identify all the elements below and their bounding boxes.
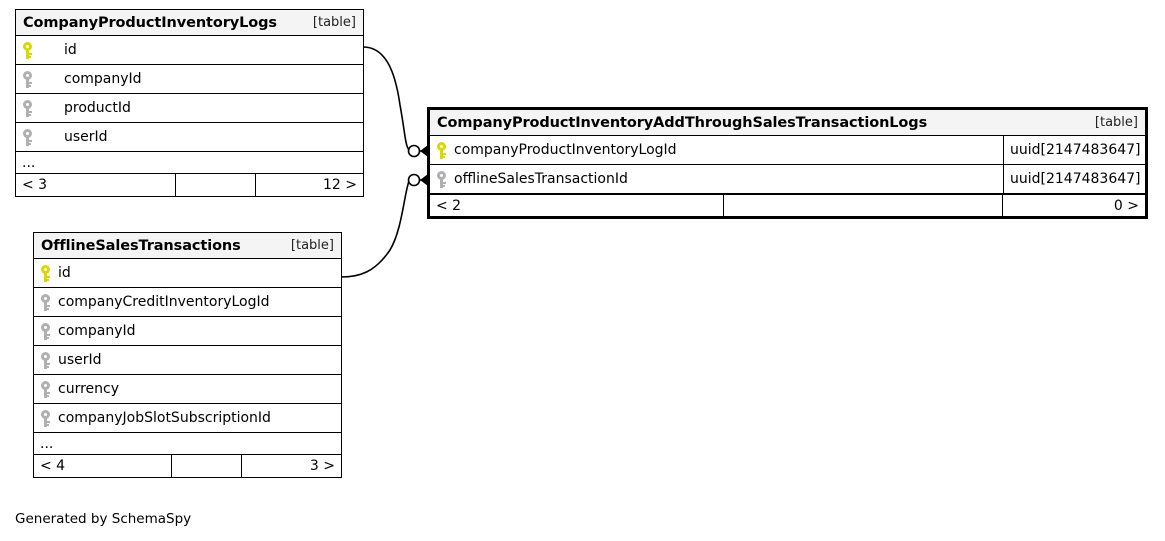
- cardinality-zero-marker: [407, 144, 421, 158]
- column-label: companyJobSlotSubscriptionId: [58, 410, 271, 426]
- footer-parents-count[interactable]: < 4: [34, 455, 172, 477]
- table-footer: < 4 3 >: [34, 455, 341, 477]
- table-row[interactable]: companyCreditInventoryLogId: [34, 288, 341, 317]
- column-name-cell: userId: [16, 128, 363, 146]
- column-name-cell: productId: [16, 99, 363, 117]
- relationship-inventory-log: [362, 46, 429, 158]
- foreign-key-icon: [23, 128, 32, 146]
- column-name-cell: userId: [34, 351, 341, 369]
- table-node-offline-sales-transactions[interactable]: OfflineSalesTransactions [table] id comp…: [33, 232, 342, 478]
- column-label: offlineSalesTransactionId: [454, 171, 628, 187]
- column-name-cell: companyId: [34, 322, 341, 340]
- table-row[interactable]: companyId: [16, 65, 363, 94]
- footer-middle: [724, 195, 1003, 216]
- footer-middle: [172, 455, 242, 477]
- more-columns-indicator: ...: [16, 152, 363, 174]
- table-row[interactable]: userId: [16, 123, 363, 152]
- more-columns-indicator: ...: [34, 433, 341, 455]
- column-type: uuid[2147483647]: [1003, 165, 1145, 193]
- column-name-cell: companyId: [16, 70, 363, 88]
- column-label: id: [64, 42, 77, 58]
- table-row[interactable]: companyJobSlotSubscriptionId: [34, 404, 341, 433]
- column-name-cell: companyCreditInventoryLogId: [34, 293, 341, 311]
- table-row[interactable]: id: [34, 259, 341, 288]
- column-label: userId: [64, 129, 108, 145]
- table-title: CompanyProductInventoryLogs: [23, 14, 277, 31]
- table-node-company-product-inventory-logs[interactable]: CompanyProductInventoryLogs [table] id c…: [15, 9, 364, 197]
- column-type: uuid[2147483647]: [1003, 136, 1145, 164]
- table-row[interactable]: id: [16, 36, 363, 65]
- foreign-key-icon: [41, 322, 50, 340]
- foreign-key-icon: [41, 293, 50, 311]
- footer-children-count[interactable]: 0 >: [1113, 197, 1139, 214]
- footer-parents-count[interactable]: < 2: [430, 195, 724, 216]
- generator-credit: Generated by SchemaSpy: [15, 511, 192, 527]
- foreign-key-icon: [41, 351, 50, 369]
- table-row[interactable]: offlineSalesTransactionId uuid[214748364…: [430, 165, 1145, 194]
- foreign-key-icon: [41, 380, 50, 398]
- column-label: userId: [58, 352, 102, 368]
- table-row[interactable]: currency: [34, 375, 341, 404]
- table-row[interactable]: userId: [34, 346, 341, 375]
- primary-key-icon: [23, 41, 32, 59]
- footer-children-count[interactable]: 12 >: [323, 177, 357, 193]
- table-header: CompanyProductInventoryLogs [table]: [16, 10, 363, 36]
- column-name-cell: offlineSalesTransactionId: [430, 170, 1003, 188]
- table-kind-label: [table]: [312, 15, 356, 30]
- table-title: OfflineSalesTransactions: [41, 237, 241, 254]
- column-name-cell: currency: [34, 380, 341, 398]
- column-label: companyId: [64, 71, 142, 87]
- foreign-key-icon: [41, 409, 50, 427]
- column-name-cell: id: [34, 264, 341, 282]
- table-header: OfflineSalesTransactions [table]: [34, 233, 341, 259]
- column-label: productId: [64, 100, 131, 116]
- column-label: companyProductInventoryLogId: [454, 142, 677, 158]
- foreign-key-icon: [437, 170, 446, 188]
- footer-children-count[interactable]: 3 >: [309, 458, 335, 474]
- column-label: companyCreditInventoryLogId: [58, 294, 270, 310]
- column-name-cell: companyProductInventoryLogId: [430, 141, 1003, 159]
- foreign-key-icon: [23, 99, 32, 117]
- footer-middle: [176, 174, 256, 196]
- column-label: currency: [58, 381, 119, 397]
- table-footer: < 2 0 >: [430, 194, 1145, 216]
- foreign-key-icon: [23, 70, 32, 88]
- table-row[interactable]: companyId: [34, 317, 341, 346]
- primary-key-icon: [437, 141, 446, 159]
- table-kind-label: [table]: [290, 238, 334, 253]
- table-footer: < 3 12 >: [16, 174, 363, 196]
- column-name-cell: companyJobSlotSubscriptionId: [34, 409, 341, 427]
- table-kind-label: [table]: [1094, 115, 1138, 130]
- primary-key-icon: [41, 264, 50, 282]
- table-title: CompanyProductInventoryAddThroughSalesTr…: [437, 114, 928, 131]
- table-row[interactable]: companyProductInventoryLogId uuid[214748…: [430, 136, 1145, 165]
- column-name-cell: id: [16, 41, 363, 59]
- table-row[interactable]: productId: [16, 94, 363, 123]
- table-header: CompanyProductInventoryAddThroughSalesTr…: [430, 110, 1145, 136]
- table-node-company-product-inventory-add-through-sales-transaction-logs[interactable]: CompanyProductInventoryAddThroughSalesTr…: [427, 107, 1148, 219]
- column-label: id: [58, 265, 71, 281]
- cardinality-zero-marker: [407, 173, 421, 187]
- footer-parents-count[interactable]: < 3: [16, 174, 176, 196]
- column-label: companyId: [58, 323, 136, 339]
